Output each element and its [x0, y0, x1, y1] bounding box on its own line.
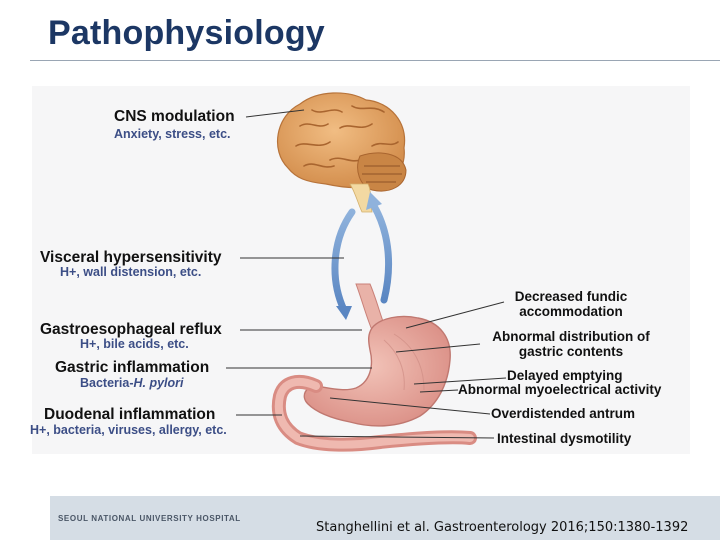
leader-dysmotility [299, 435, 495, 439]
label-gastroesophageal-reflux: Gastroesophageal reflux [40, 321, 222, 338]
leader-distribution [395, 343, 481, 353]
label-overdistended-antrum: Overdistended antrum [491, 406, 636, 421]
left-leader-lines [226, 109, 372, 416]
right-leader-lines [299, 301, 507, 439]
leader-cns [245, 109, 305, 118]
label-decreased-fundic-line2: accommodation [519, 303, 623, 319]
label-delayed-emptying: Delayed emptying [507, 368, 623, 383]
sublabel-gastric-inflammation-italic: H. pylori [133, 376, 184, 390]
label-decreased-fundic-line1: Decreased fundic [514, 289, 628, 304]
sublabel-duodenal-inflammation: H+, bacteria, viruses, allergy, etc. [30, 423, 227, 437]
leader-emptying [413, 377, 507, 385]
brain-gut-axis-arrows [331, 192, 393, 320]
sublabel-gastric-inflammation-prefix: Bacteria- [80, 376, 134, 390]
leader-antrum [329, 397, 491, 415]
leader-fundic [405, 301, 505, 329]
label-abnormal-myoelectrical-activity: Abnormal myoelectrical activity [458, 382, 662, 397]
page-title: Pathophysiology [48, 14, 325, 52]
sublabel-gastric-inflammation: Bacteria-H. pylori [80, 377, 184, 390]
label-duodenal-inflammation: Duodenal inflammation [44, 406, 216, 423]
footer-band: SEOUL NATIONAL UNIVERSITY HOSPITAL Stang… [50, 496, 720, 540]
sublabel-visceral-hypersensitivity: H+, wall distension, etc. [60, 265, 202, 279]
brain-illustration [276, 92, 407, 213]
label-intestinal-dysmotility: Intestinal dysmotility [497, 431, 632, 446]
label-visceral-hypersensitivity: Visceral hypersensitivity [40, 249, 222, 266]
label-abnormal-distribution: Abnormal distribution of gastric content… [480, 330, 662, 358]
citation: Stanghellini et al. Gastroenterology 201… [316, 520, 689, 535]
title-divider [30, 60, 720, 61]
leader-myoelectrical [419, 389, 459, 393]
institution-logo-text: SEOUL NATIONAL UNIVERSITY HOSPITAL [58, 514, 241, 523]
label-abnormal-distribution-line1: Abnormal distribution of [492, 329, 650, 344]
label-cns-modulation: CNS modulation [114, 108, 235, 125]
label-decreased-fundic-accommodation: Decreased fundic accommodation [506, 290, 636, 318]
label-abnormal-distribution-line2: gastric contents [518, 343, 624, 359]
sublabel-cns-modulation: Anxiety, stress, etc. [114, 127, 231, 141]
label-gastric-inflammation: Gastric inflammation [55, 359, 210, 376]
sublabel-gastroesophageal-reflux: H+, bile acids, etc. [80, 337, 189, 351]
stomach-illustration [271, 283, 477, 452]
